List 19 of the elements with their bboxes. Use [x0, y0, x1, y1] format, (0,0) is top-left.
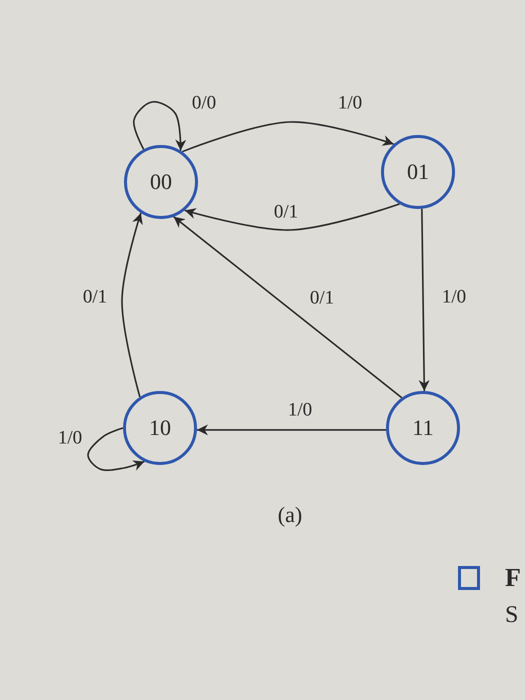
state-label: 00 [150, 171, 172, 193]
transition-arrow [184, 203, 400, 231]
state-circle [386, 391, 460, 465]
transition-arrow [133, 101, 186, 151]
cut-off-heading: F [505, 565, 521, 591]
state-label: 11 [412, 417, 434, 439]
transition-arrow [196, 424, 386, 436]
transition-arrow [87, 427, 145, 472]
transition-arrow [418, 208, 430, 392]
transition-arrow [182, 121, 394, 152]
state-circle [124, 145, 198, 219]
transition-arrow [173, 216, 402, 398]
state-circle [381, 135, 455, 209]
transition-arrow [121, 212, 143, 398]
state-label: 01 [407, 161, 429, 183]
figure-caption: (a) [278, 504, 302, 526]
state-circle [123, 391, 197, 465]
cut-off-text: S [505, 603, 518, 627]
state-label: 10 [149, 417, 171, 439]
